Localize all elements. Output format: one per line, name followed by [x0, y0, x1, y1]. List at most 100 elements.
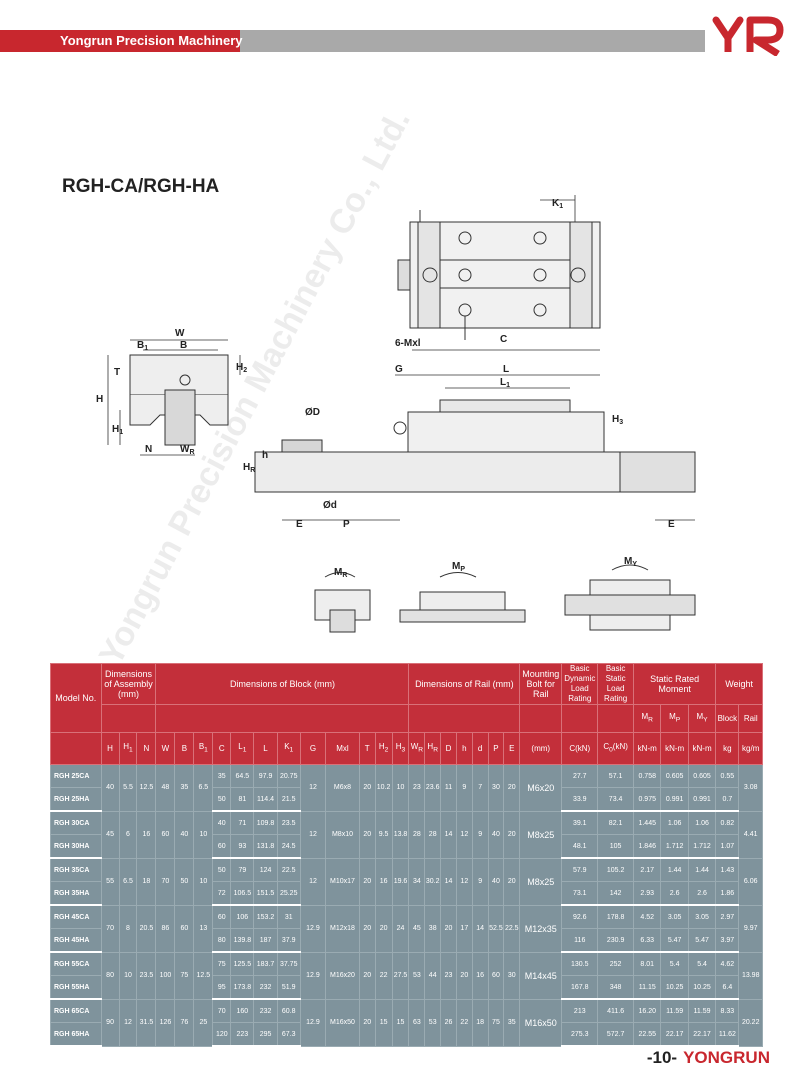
label-w: W — [175, 328, 185, 339]
table-cell: 9 — [471, 810, 489, 859]
table-cell: 109.8 — [253, 810, 278, 835]
table-cell: 9.5 — [374, 810, 393, 859]
table-cell: 11.62 — [715, 1022, 740, 1047]
table-cell: 37.9 — [276, 928, 301, 953]
table-cell: 411.6 — [597, 998, 635, 1023]
table-cell: 27.7 — [561, 764, 599, 788]
table-cell: RGH 65HA — [50, 1022, 102, 1047]
table-cell: 14 — [440, 810, 457, 859]
table-cell: 22.5 — [276, 857, 301, 882]
table-cell: 22 — [455, 998, 473, 1047]
table-cell: 2.6 — [687, 881, 717, 906]
table-cell: 23.5 — [136, 951, 157, 1000]
col-my: MY — [687, 704, 717, 733]
table-cell: 12 — [118, 998, 138, 1047]
table-cell: 2.93 — [633, 881, 662, 906]
table-cell: 1.43 — [715, 857, 740, 882]
col-assembly: Dimensions of Assembly (mm) — [100, 663, 157, 705]
table-cell: RGH 30CA — [50, 810, 102, 835]
label-hr: HR — [243, 462, 255, 474]
table-cell: 14 — [471, 904, 489, 953]
table-cell: 16.20 — [633, 998, 662, 1023]
table-cell: 48.1 — [561, 834, 599, 859]
table-cell: 20 — [374, 904, 393, 953]
table-cell: 10 — [193, 810, 214, 859]
label-mp: MP — [452, 561, 465, 573]
table-cell: 2.97 — [715, 904, 740, 929]
table-cell: M12x35 — [519, 904, 563, 953]
table-cell: 10.25 — [687, 975, 717, 1000]
table-cell: RGH 25CA — [50, 764, 102, 788]
table-cell: 9 — [471, 857, 489, 906]
table-cell: 86 — [155, 904, 176, 953]
table-cell: 0.975 — [633, 787, 662, 812]
table-cell: 139.8 — [230, 928, 255, 953]
label-k1: K1 — [552, 198, 563, 210]
table-cell: 63 — [408, 998, 426, 1047]
table-cell: 31 — [276, 904, 301, 929]
table-cell: 232 — [253, 998, 278, 1023]
table-cell: 60 — [155, 810, 176, 859]
table-cell: M16x20 — [325, 951, 360, 1000]
page-title: RGH-CA/RGH-HA — [62, 176, 220, 197]
table-cell: 12 — [299, 857, 327, 906]
table-cell: 25.25 — [276, 881, 301, 906]
table-cell: 10.2 — [374, 764, 393, 812]
table-cell: 50 — [174, 857, 195, 906]
col-mr: MR — [633, 704, 662, 733]
label-b1: B1 — [137, 340, 148, 352]
table-cell: 20 — [503, 857, 521, 906]
table-cell: RGH 55HA — [50, 975, 102, 1000]
table-cell: 70 — [212, 998, 232, 1023]
table-cell: 1.712 — [660, 834, 689, 859]
mr-arrow-icon — [324, 572, 356, 578]
table-cell: 2.17 — [633, 857, 662, 882]
table-cell: 16 — [136, 810, 157, 859]
table-cell: 79 — [230, 857, 255, 882]
table-cell: 11.15 — [633, 975, 662, 1000]
table-cell: 75 — [487, 998, 505, 1047]
table-cell: 26 — [440, 998, 457, 1047]
table-cell: 48 — [155, 764, 176, 812]
table-cell: 5.47 — [687, 928, 717, 953]
table-cell: 20 — [358, 810, 376, 859]
yr-logo-icon — [712, 16, 784, 56]
col-block-weight: Block — [715, 704, 740, 733]
table-cell: RGH 35HA — [50, 881, 102, 906]
table-cell: 57.1 — [597, 764, 635, 788]
table-cell: 12.5 — [193, 951, 214, 1000]
table-cell: 53 — [424, 998, 442, 1047]
table-cell: 30 — [503, 951, 521, 1000]
table-cell: 6.5 — [118, 857, 138, 906]
table-cell: 13 — [193, 904, 214, 953]
table-cell: 35 — [503, 998, 521, 1047]
table-cell: M14x45 — [519, 951, 563, 1000]
label-e: E — [296, 519, 303, 530]
table-cell: 106 — [230, 904, 255, 929]
table-cell: 100 — [155, 951, 176, 1000]
label-wr: WR — [180, 444, 195, 456]
table-cell: 12.5 — [136, 764, 157, 812]
label-c: C — [500, 334, 507, 345]
table-cell: 70 — [100, 904, 120, 953]
table-cell: 1.06 — [660, 810, 689, 835]
table-cell: M10x17 — [325, 857, 360, 906]
table-cell: 4.41 — [738, 810, 763, 859]
table-cell: 125.5 — [230, 951, 255, 976]
col-moment: Static Rated Moment — [633, 663, 717, 705]
table-cell: 35 — [212, 764, 232, 788]
table-cell: 0.55 — [715, 764, 740, 788]
table-cell: 13.98 — [738, 951, 763, 1000]
col-bolt: Mounting Bolt for Rail — [519, 663, 563, 705]
table-cell: 116 — [561, 928, 599, 953]
table-cell: 60.8 — [276, 998, 301, 1023]
table-cell: 20 — [358, 951, 376, 1000]
table-cell: 20 — [503, 810, 521, 859]
table-cell: RGH 65CA — [50, 998, 102, 1023]
footer-brand: YONGRUN — [683, 1048, 770, 1067]
table-cell: 18 — [136, 857, 157, 906]
